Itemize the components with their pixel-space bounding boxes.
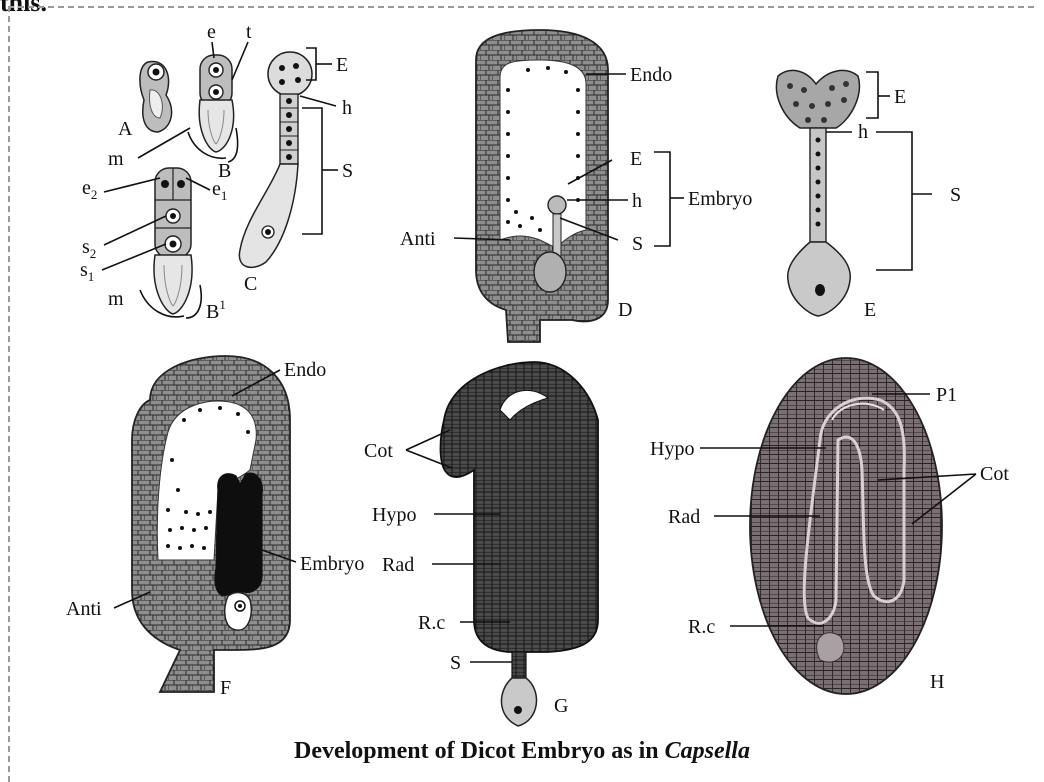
- stage-h-seed: [750, 358, 942, 694]
- leader-t: [232, 42, 248, 80]
- stage-b1-letter: B1: [206, 297, 226, 323]
- label-m-a: m: [108, 148, 124, 170]
- label-d-anti: Anti: [400, 228, 436, 250]
- caption-main-text: Development of Dicot Embryo as in: [294, 738, 665, 764]
- label-g-rc: R.c: [418, 612, 445, 634]
- label-s2: s2: [82, 236, 96, 261]
- label-t: t: [246, 21, 252, 43]
- label-d-embryo: Embryo: [688, 188, 752, 210]
- label-h-rc: R.c: [688, 616, 715, 638]
- label-m-b1: m: [108, 288, 124, 310]
- stage-h-letter: H: [930, 671, 944, 693]
- label-d-s: S: [632, 233, 643, 255]
- label-f-endo: Endo: [284, 359, 326, 381]
- label-c-s: S: [342, 160, 353, 182]
- label-g-hypo: Hypo: [372, 504, 416, 526]
- label-e-e: E: [894, 86, 906, 108]
- leader-c-h: [300, 96, 336, 106]
- stage-e-embryo: [776, 70, 859, 316]
- bracket-e-s: [876, 132, 912, 270]
- label-e-h: h: [858, 121, 868, 143]
- bracket-c-s: [302, 108, 322, 234]
- figure-caption: Development of Dicot Embryo as in Capsel…: [0, 738, 1044, 765]
- label-d-e: E: [630, 148, 642, 170]
- stage-f-letter: F: [220, 677, 231, 699]
- label-e2: e2: [82, 177, 97, 202]
- bracket-e-e: [866, 72, 878, 118]
- label-g-rad: Rad: [382, 554, 414, 576]
- leader-m: [138, 128, 190, 158]
- label-h-cot: Cot: [980, 463, 1009, 485]
- stage-c-proembryo: [239, 52, 312, 267]
- stage-g-letter: G: [554, 695, 568, 717]
- label-c-h: h: [342, 97, 352, 119]
- label-d-endo: Endo: [630, 64, 672, 86]
- label-f-embryo: Embryo: [300, 553, 364, 575]
- stage-f-ovule: [132, 356, 290, 692]
- label-e: e: [207, 21, 216, 43]
- label-e-s: S: [950, 184, 961, 206]
- bracket-d-embryo: [654, 152, 670, 246]
- label-c-e: E: [336, 54, 348, 76]
- stage-e-letter: E: [864, 299, 876, 321]
- label-h-hypo: Hypo: [650, 438, 694, 460]
- label-g-cot: Cot: [364, 440, 393, 462]
- label-d-h: h: [632, 190, 642, 212]
- stage-d-ovule: [476, 30, 608, 342]
- label-h-rad: Rad: [668, 506, 700, 528]
- label-g-s: S: [450, 652, 461, 674]
- caption-species-name: Capsella: [665, 738, 750, 764]
- stage-g-embryo: [441, 362, 599, 726]
- label-h-pl: P1: [936, 384, 957, 406]
- label-s1: s1: [80, 259, 94, 284]
- stage-d-letter: D: [618, 299, 632, 321]
- stage-c-letter: C: [244, 273, 257, 295]
- label-f-anti: Anti: [66, 598, 102, 620]
- stage-a-letter: A: [118, 118, 133, 140]
- leader-e2: [104, 178, 160, 192]
- stage-b-proembryo: [188, 55, 238, 162]
- stage-a-proembryo: [140, 62, 172, 132]
- stage-b1-proembryo: [140, 168, 201, 318]
